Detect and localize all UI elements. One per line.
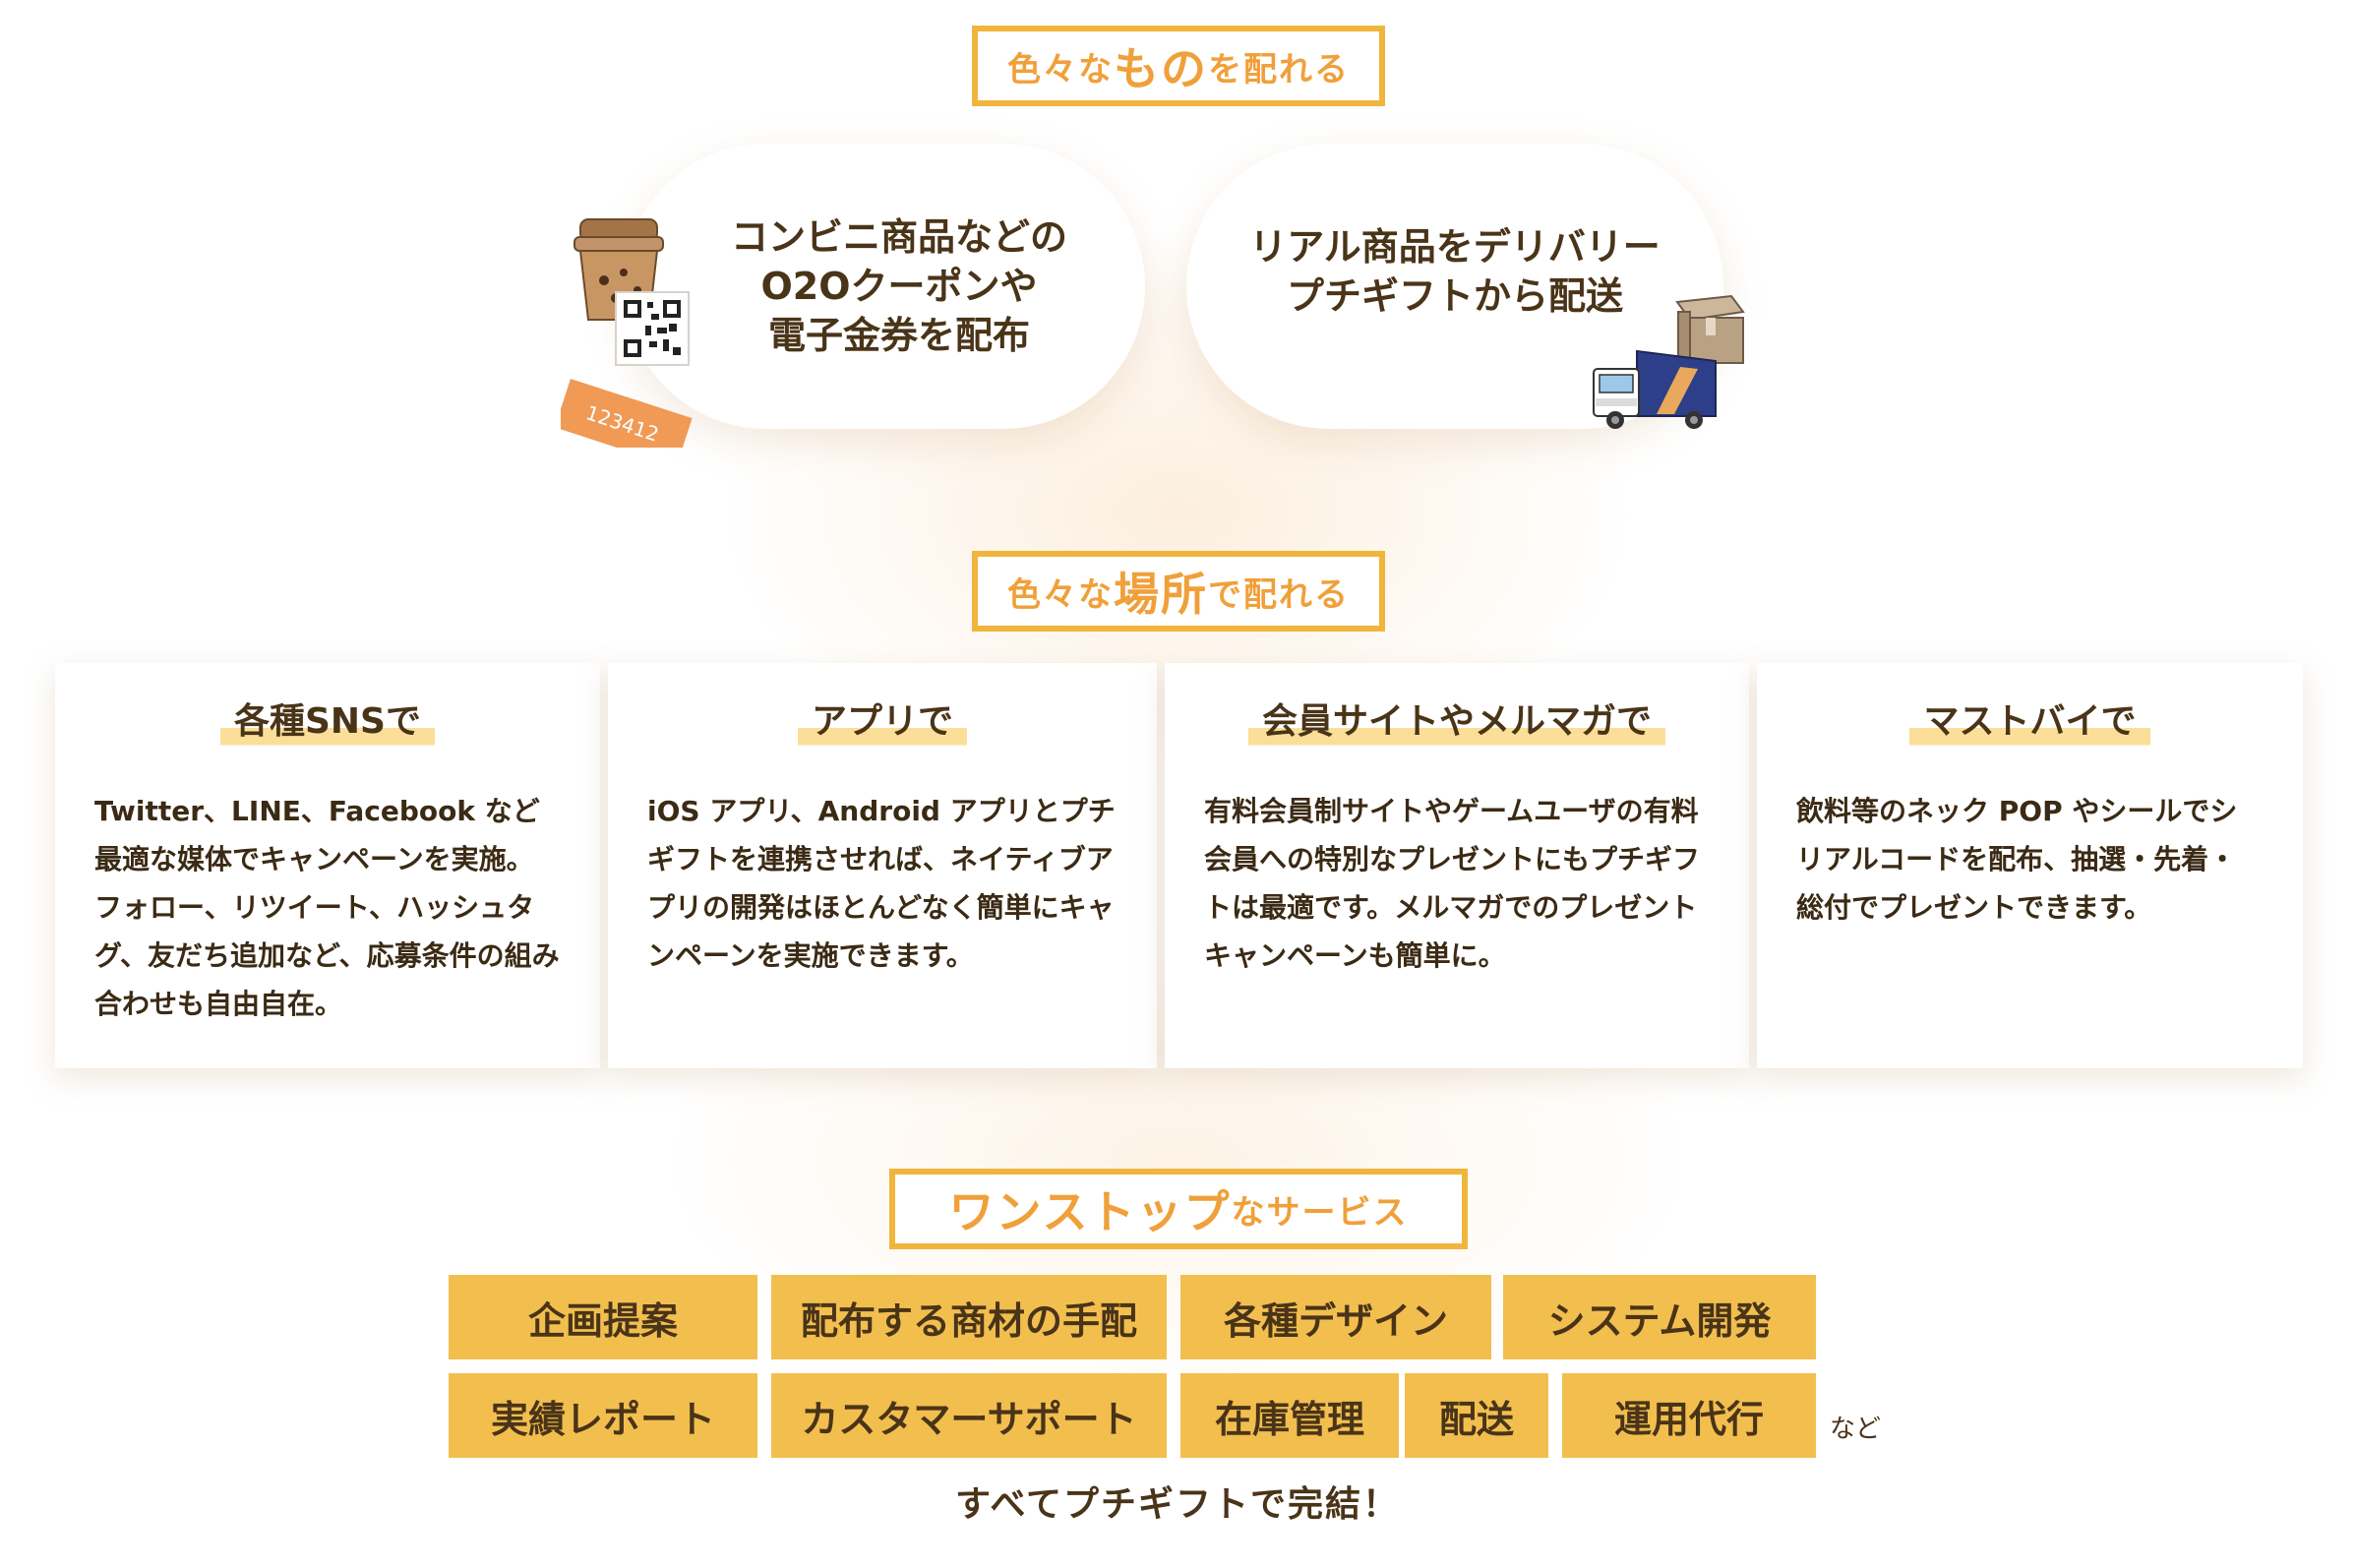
service-support: カスタマーサポート: [771, 1373, 1167, 1458]
service-planning: 企画提案: [449, 1275, 757, 1359]
coffee-coupon-illustration: 123412: [561, 218, 693, 448]
service-design: 各種デザイン: [1180, 1275, 1491, 1359]
ticket-icon: [561, 379, 693, 448]
section-title-things: 色々な もの を配れる: [972, 26, 1385, 106]
closing-message: すべてプチギフトで完結！: [954, 1484, 1401, 1525]
card-body: Twitter、LINE、Facebook など最適な媒体でキャンペーンを実施。…: [94, 795, 560, 1020]
card-member-site: 会員サイトやメルマガで 有料会員制サイトやゲームユーザの有料会員への特別なプレゼ…: [1165, 663, 1749, 1068]
card-title: 各種SNSで: [220, 693, 435, 750]
coupon-pill: コンビニ商品などの O2Oクーポンや 電子金券を配布: [624, 144, 1145, 429]
service-system-dev: システム開発: [1503, 1275, 1816, 1359]
service-report: 実績レポート: [449, 1373, 757, 1458]
coupon-pill-text: コンビニ商品などの O2Oクーポンや 電子金券を配布: [730, 215, 1067, 357]
truck-icon: [1593, 349, 1717, 429]
package-box-icon: [1675, 294, 1745, 364]
card-body: 有料会員制サイトやゲームユーザの有料会員への特別なプレゼントにもプチギフトは最適…: [1204, 795, 1701, 972]
section-title-places: 色々な 場所 で配れる: [972, 551, 1385, 632]
card-must-buy: マストバイで 飲料等のネック POP やシールでシリアルコードを配布、抽選・先着…: [1757, 663, 2303, 1068]
service-operation: 運用代行: [1562, 1373, 1816, 1458]
qr-code-icon: [615, 291, 690, 366]
delivery-illustration: [1593, 294, 1745, 429]
card-body: 飲料等のネック POP やシールでシリアルコードを配布、抽選・先着・総付でプレゼ…: [1796, 795, 2238, 924]
card-title: マストバイで: [1909, 693, 2150, 750]
card-app: アプリで iOS アプリ、Android アプリとプチギフトを連携させれば、ネイ…: [608, 663, 1157, 1068]
service-shipping: 配送: [1405, 1373, 1548, 1458]
card-title: アプリで: [797, 693, 967, 750]
service-inventory: 在庫管理: [1180, 1373, 1399, 1458]
service-procurement: 配布する商材の手配: [771, 1275, 1167, 1359]
delivery-pill-text: リアル商品をデリバリー プチギフトから配送: [1249, 225, 1661, 318]
etc-label: など: [1830, 1415, 1882, 1444]
section-title-service: ワンストップ なサービス: [889, 1169, 1468, 1249]
card-title: 会員サイトやメルマガで: [1247, 693, 1665, 750]
card-sns: 各種SNSで Twitter、LINE、Facebook など最適な媒体でキャン…: [55, 663, 600, 1068]
card-body: iOS アプリ、Android アプリとプチギフトを連携させれば、ネイティブアプ…: [647, 795, 1116, 972]
channel-cards: 各種SNSで Twitter、LINE、Facebook など最適な媒体でキャン…: [55, 663, 2303, 1068]
